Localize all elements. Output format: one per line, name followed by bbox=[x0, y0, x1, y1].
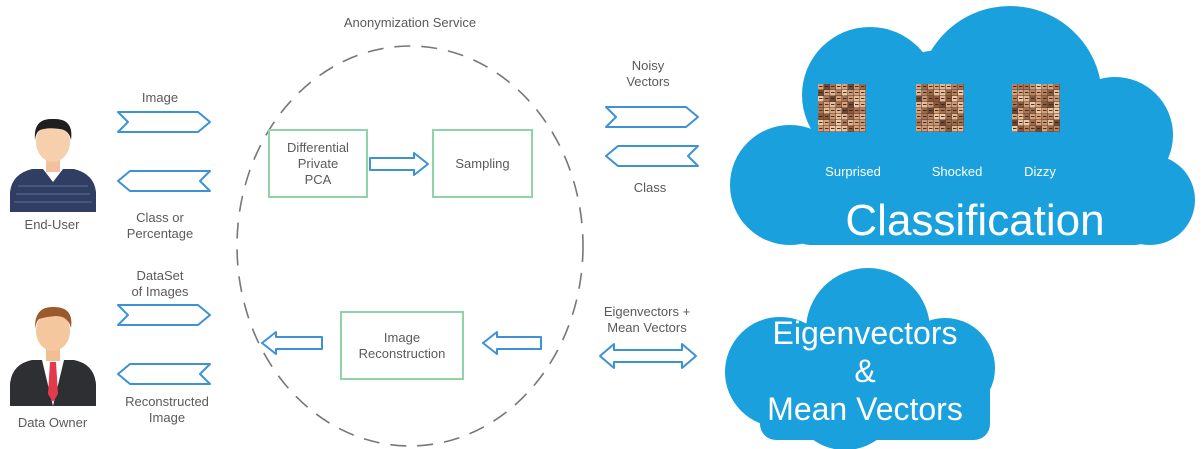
sampling-box: Sampling bbox=[432, 129, 533, 198]
flow-label-class-or-percentage: Class or Percentage bbox=[120, 210, 200, 242]
class-arrow bbox=[605, 145, 699, 167]
category-label-shocked: Shocked bbox=[931, 164, 983, 179]
flow-label-line: Percentage bbox=[126, 226, 194, 241]
dp-pca-box: Differential Private PCA bbox=[268, 129, 368, 198]
noisy-vectors-arrow bbox=[605, 106, 699, 128]
flow-label-eigen-mean-vectors: Eigenvectors + Mean Vectors bbox=[592, 304, 702, 336]
flow-label-noisy-vectors: Noisy Vectors bbox=[608, 58, 688, 90]
dataset-arrow bbox=[117, 304, 211, 326]
flow-label-image: Image bbox=[141, 90, 179, 105]
cloud-line: Mean Vectors bbox=[767, 391, 963, 427]
data-owner-avatar-icon bbox=[10, 306, 96, 406]
cloud-line: & bbox=[854, 353, 876, 389]
flow-label-line: Noisy bbox=[631, 58, 665, 73]
box-label: Sampling bbox=[455, 155, 510, 171]
box-line: Differential bbox=[287, 139, 349, 155]
flow-label-dataset-of-images: DataSet of Images bbox=[120, 268, 200, 300]
classification-title: Classification bbox=[845, 196, 1105, 245]
flow-label-reconstructed-image: Reconstructed Image bbox=[112, 394, 222, 426]
service-title: Anonymization Service bbox=[343, 15, 477, 30]
flow-label-line: of Images bbox=[131, 284, 189, 299]
flow-label-line: Class or bbox=[136, 210, 184, 225]
eigenvectors-cloud-text: Eigenvectors & Mean Vectors bbox=[745, 314, 985, 428]
flow-label-line: Mean Vectors bbox=[607, 320, 687, 335]
surprised-faces-thumbnail-icon bbox=[818, 84, 866, 132]
image-reconstruction-box: Image Reconstruction bbox=[340, 311, 464, 380]
image-arrow bbox=[117, 111, 211, 133]
dizzy-faces-thumbnail-icon bbox=[1012, 84, 1060, 132]
box-line: Reconstruction bbox=[358, 345, 446, 361]
flow-label-class: Class bbox=[633, 180, 667, 195]
flow-label-line: Reconstructed bbox=[125, 394, 209, 409]
reconstruction-to-data-owner-arrow bbox=[261, 331, 323, 355]
eigen-to-reconstruction-arrow bbox=[482, 331, 542, 355]
end-user-label: End-User bbox=[24, 217, 80, 232]
eigen-vectors-double-arrow bbox=[599, 343, 697, 369]
category-label-surprised: Surprised bbox=[825, 164, 881, 179]
category-label-dizzy: Dizzy bbox=[1024, 164, 1056, 179]
data-owner-label: Data Owner bbox=[17, 415, 88, 430]
box-line: Image bbox=[383, 329, 421, 345]
flow-label-line: DataSet bbox=[136, 268, 184, 283]
box-line: PCA bbox=[304, 171, 332, 187]
flow-label-line: Image bbox=[148, 410, 186, 425]
end-user-avatar-icon bbox=[10, 118, 96, 212]
reconstructed-image-arrow bbox=[117, 363, 211, 385]
shocked-faces-thumbnail-icon bbox=[916, 84, 964, 132]
pca-to-sampling-arrow bbox=[369, 152, 429, 176]
flow-label-line: Vectors bbox=[626, 74, 670, 89]
flow-label-line: Eigenvectors + bbox=[603, 304, 691, 319]
cloud-line: Eigenvectors bbox=[772, 315, 958, 351]
class-or-percentage-arrow bbox=[117, 170, 211, 192]
box-line: Private bbox=[297, 155, 339, 171]
